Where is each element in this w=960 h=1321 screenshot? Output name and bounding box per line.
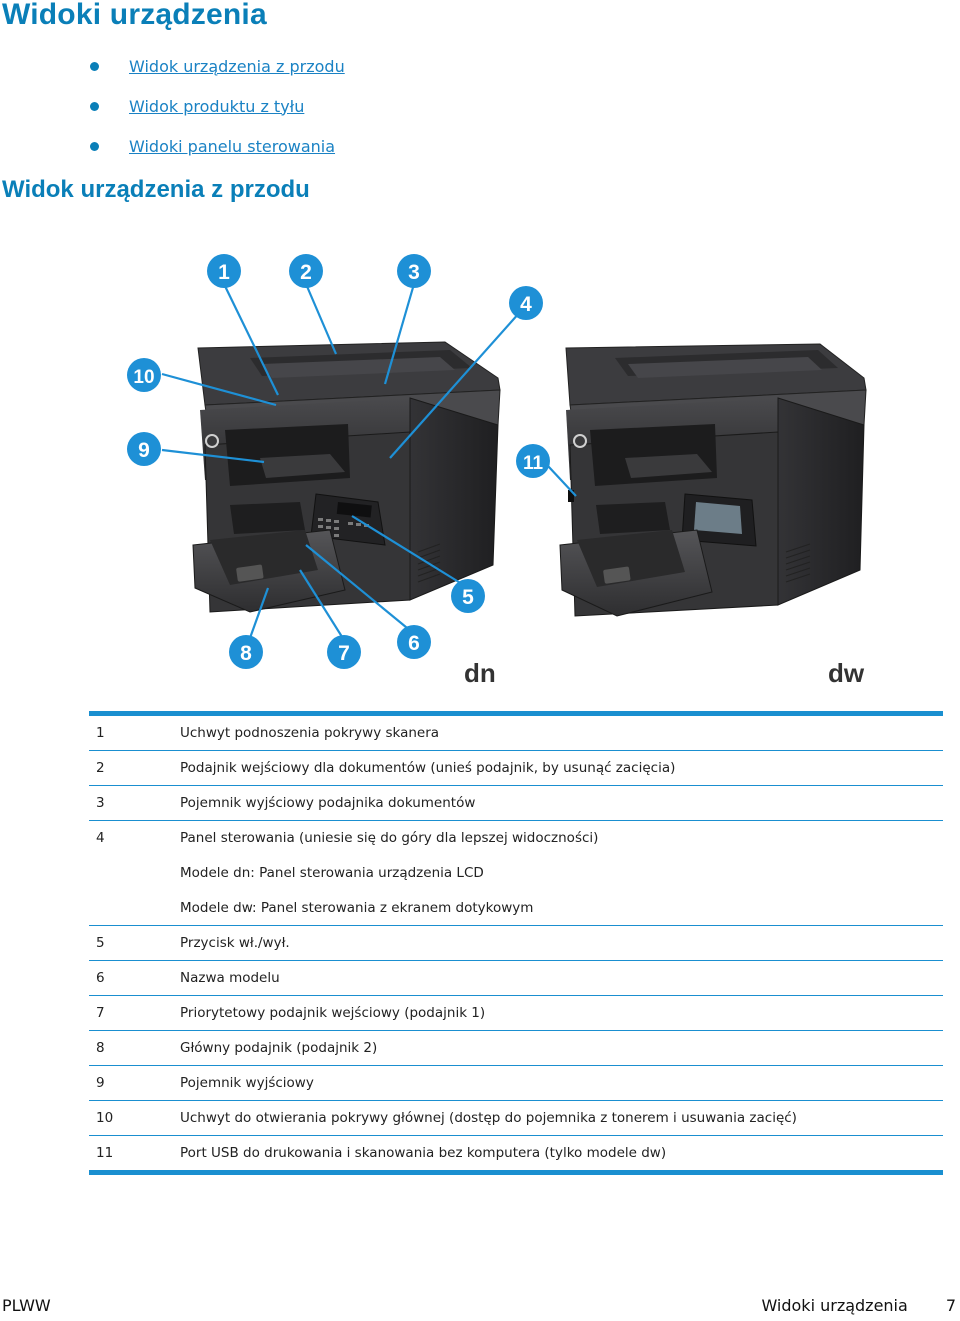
part-number: [89, 855, 180, 891]
callout-badge-3: [397, 254, 431, 288]
footer-doc-code: PLWW: [2, 1296, 51, 1315]
part-number: 11: [96, 1145, 114, 1161]
callout-badge-7: [327, 635, 361, 669]
table-row: 11 Port USB do drukowania i skanowania be…: [89, 1136, 943, 1173]
callout-number: 11: [523, 453, 544, 474]
part-number: 3: [89, 785, 180, 821]
callout-numbers: 1 2 3 4 5 6 7 8 9 10 11: [133, 261, 543, 665]
model-label-dw: dw: [828, 658, 865, 688]
link-item: Widok urządzenia z przodu: [90, 46, 345, 86]
callout-badges: [127, 254, 550, 669]
part-description: Uchwyt podnoszenia pokrywy skanera: [180, 713, 943, 751]
part-description: Przycisk wł./wył.: [180, 925, 943, 961]
table-row: 4 Panel sterowania (uniesie się do góry d…: [89, 821, 943, 856]
callout-number: 8: [240, 642, 252, 665]
callout-number: 9: [138, 439, 150, 462]
part-number: 6: [89, 960, 180, 996]
printer-dn: [192, 341, 501, 613]
model-label-dn: dn: [464, 658, 496, 688]
page-title: Widoki urządzenia: [2, 0, 267, 31]
section-link-list: Widok urządzenia z przodu Widok produktu…: [90, 46, 345, 166]
callout-number: 4: [520, 293, 532, 316]
link-back-view[interactable]: Widok produktu z tyłu: [129, 96, 305, 116]
bullet-icon: [90, 101, 99, 111]
link-item: Widok produktu z tyłu: [90, 86, 345, 126]
part-description: Uchwyt do otwierania pokrywy głównej (do…: [180, 1100, 943, 1136]
link-front-view[interactable]: Widok urządzenia z przodu: [129, 56, 345, 76]
part-number: 4: [96, 830, 105, 846]
part-description: Panel sterowania (uniesie się do góry dl…: [180, 830, 599, 846]
bullet-icon: [90, 61, 99, 71]
part-description: Pojemnik wyjściowy: [180, 1065, 943, 1101]
part-number: 10: [89, 1100, 180, 1136]
part-description: Podajnik wejściowy dla dokumentów (unieś…: [180, 750, 943, 786]
callout-badge-9: [127, 432, 161, 466]
footer-page-number: 7: [945, 1296, 956, 1315]
part-number: 5: [89, 925, 180, 961]
part-number: 2: [89, 750, 180, 786]
link-control-panel-view[interactable]: Widoki panelu sterowania: [129, 136, 336, 156]
part-number: 7: [89, 995, 180, 1031]
part-description: Nazwa modelu: [180, 960, 943, 996]
part-description: Modele dw: Panel sterowania z ekranem do…: [180, 891, 943, 926]
table-row: Modele dn: Panel sterowania urządzenia L…: [89, 855, 943, 891]
link-item: Widoki panelu sterowania: [90, 126, 345, 166]
callout-badge-2: [289, 254, 323, 288]
callout-number: 3: [408, 261, 420, 284]
footer-page-info: Widoki urządzenia 7: [761, 1296, 956, 1315]
callout-number: 2: [300, 261, 312, 284]
printer-figure: 1 2 3 4 5 6 7 8 9 10 11 dn dw: [0, 240, 960, 700]
part-description: Główny podajnik (podajnik 2): [180, 1030, 943, 1066]
printer-dw: [559, 343, 867, 617]
callout-number: 1: [218, 261, 230, 284]
callout-number: 10: [133, 367, 154, 388]
section-title: Widok urządzenia z przodu: [2, 176, 310, 203]
printer-illustration: 1 2 3 4 5 6 7 8 9 10 11: [127, 254, 867, 669]
part-number: 1: [89, 713, 180, 751]
part-description: Port USB do drukowania i skanowania bez …: [180, 1145, 667, 1161]
callout-number: 5: [462, 586, 474, 609]
footer-section-name: Widoki urządzenia: [761, 1296, 908, 1315]
callout-badge-1: [207, 254, 241, 288]
callout-leaders: [161, 283, 577, 641]
part-number: 8: [89, 1030, 180, 1066]
table-row: Modele dw: Panel sterowania z ekranem do…: [89, 891, 943, 926]
callout-badge-8: [229, 635, 263, 669]
callout-badge-5: [451, 579, 485, 613]
callout-number: 7: [338, 642, 350, 665]
part-description: Modele dn: Panel sterowania urządzenia L…: [180, 865, 484, 881]
bullet-icon: [90, 141, 99, 151]
callout-badge-11: [516, 444, 550, 478]
part-number: 9: [89, 1065, 180, 1101]
part-description: Pojemnik wyjściowy podajnika dokumentów: [180, 785, 943, 821]
part-number: [89, 891, 180, 926]
callout-number: 6: [408, 632, 420, 655]
callout-badge-4: [509, 286, 543, 320]
callout-badge-6: [397, 625, 431, 659]
callout-badge-10: [127, 358, 161, 392]
part-description: Priorytetowy podajnik wejściowy (podajni…: [180, 995, 943, 1031]
